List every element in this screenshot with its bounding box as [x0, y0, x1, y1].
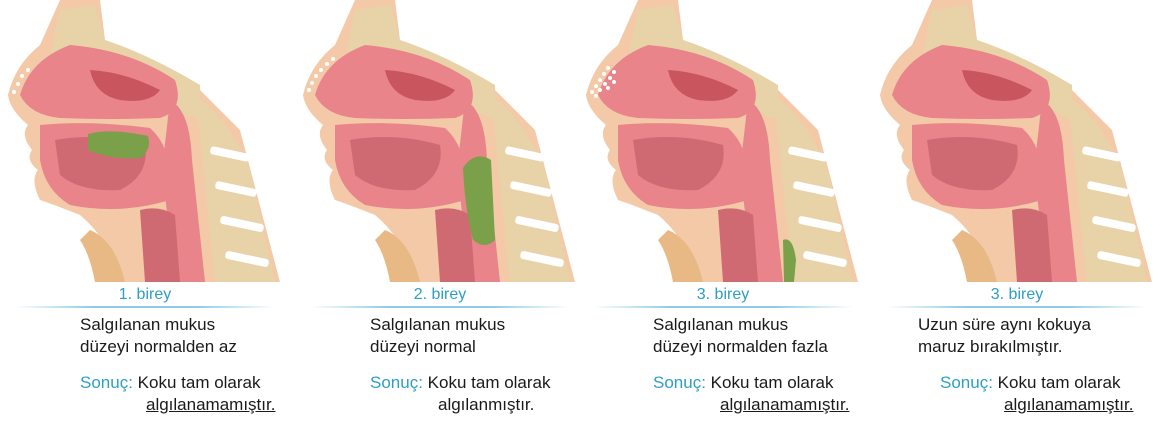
result-text-2: algılanamamıştır. — [720, 394, 849, 416]
description-line-2: maruz bırakılmıştır. — [918, 336, 1091, 358]
description-line-2: düzeyi normalden fazla — [653, 336, 828, 358]
result-text-1: Koku tam olarak — [711, 373, 834, 392]
result-text-1: Koku tam olarak — [998, 373, 1121, 392]
result-line: Sonuç: Koku tam olarak — [940, 372, 1121, 394]
head-cross-section-illustration — [578, 0, 868, 282]
title-divider — [310, 306, 570, 308]
result-text-1: Koku tam olarak — [428, 373, 551, 392]
result-text-2: algılanmıştır. — [438, 394, 534, 416]
panel-description: Salgılanan mukus düzeyi normalden az — [80, 314, 237, 358]
result-label: Sonuç: — [370, 373, 423, 392]
result-label: Sonuç: — [653, 373, 706, 392]
result-text-1: Koku tam olarak — [138, 373, 261, 392]
panel-individual-3: 3. birey Salgılanan mukus düzeyi normald… — [578, 0, 868, 421]
result-text-2: algılanamamıştır. — [1004, 394, 1133, 416]
panel-individual-1: 1. birey Salgılanan mukus düzeyi normald… — [0, 0, 290, 421]
head-cross-section-illustration — [295, 0, 585, 282]
panel-title: 1. birey — [0, 286, 290, 304]
description-line-1: Salgılanan mukus — [80, 314, 237, 336]
panel-title: 3. birey — [872, 286, 1162, 304]
description-line-1: Salgılanan mukus — [653, 314, 828, 336]
result-line: Sonuç: Koku tam olarak — [653, 372, 834, 394]
head-cross-section-illustration — [0, 0, 290, 282]
panel-individual-2: 2. birey Salgılanan mukus düzeyi normal … — [295, 0, 585, 421]
panel-description: Uzun süre aynı kokuya maruz bırakılmıştı… — [918, 314, 1091, 358]
title-divider — [15, 306, 275, 308]
description-line-2: düzeyi normal — [370, 336, 505, 358]
result-text-2: algılanamamıştır. — [146, 394, 275, 416]
panel-title: 3. birey — [578, 286, 868, 304]
description-line-1: Uzun süre aynı kokuya — [918, 314, 1091, 336]
title-divider — [887, 306, 1147, 308]
head-cross-section-illustration — [872, 0, 1162, 282]
panel-description: Salgılanan mukus düzeyi normalden fazla — [653, 314, 828, 358]
result-label: Sonuç: — [80, 373, 133, 392]
panel-individual-4: 3. birey Uzun süre aynı kokuya maruz bır… — [872, 0, 1162, 421]
title-divider — [593, 306, 853, 308]
panel-description: Salgılanan mukus düzeyi normal — [370, 314, 505, 358]
panel-title: 2. birey — [295, 286, 585, 304]
result-label: Sonuç: — [940, 373, 993, 392]
result-line: Sonuç: Koku tam olarak — [370, 372, 551, 394]
description-line-1: Salgılanan mukus — [370, 314, 505, 336]
result-line: Sonuç: Koku tam olarak — [80, 372, 261, 394]
description-line-2: düzeyi normalden az — [80, 336, 237, 358]
